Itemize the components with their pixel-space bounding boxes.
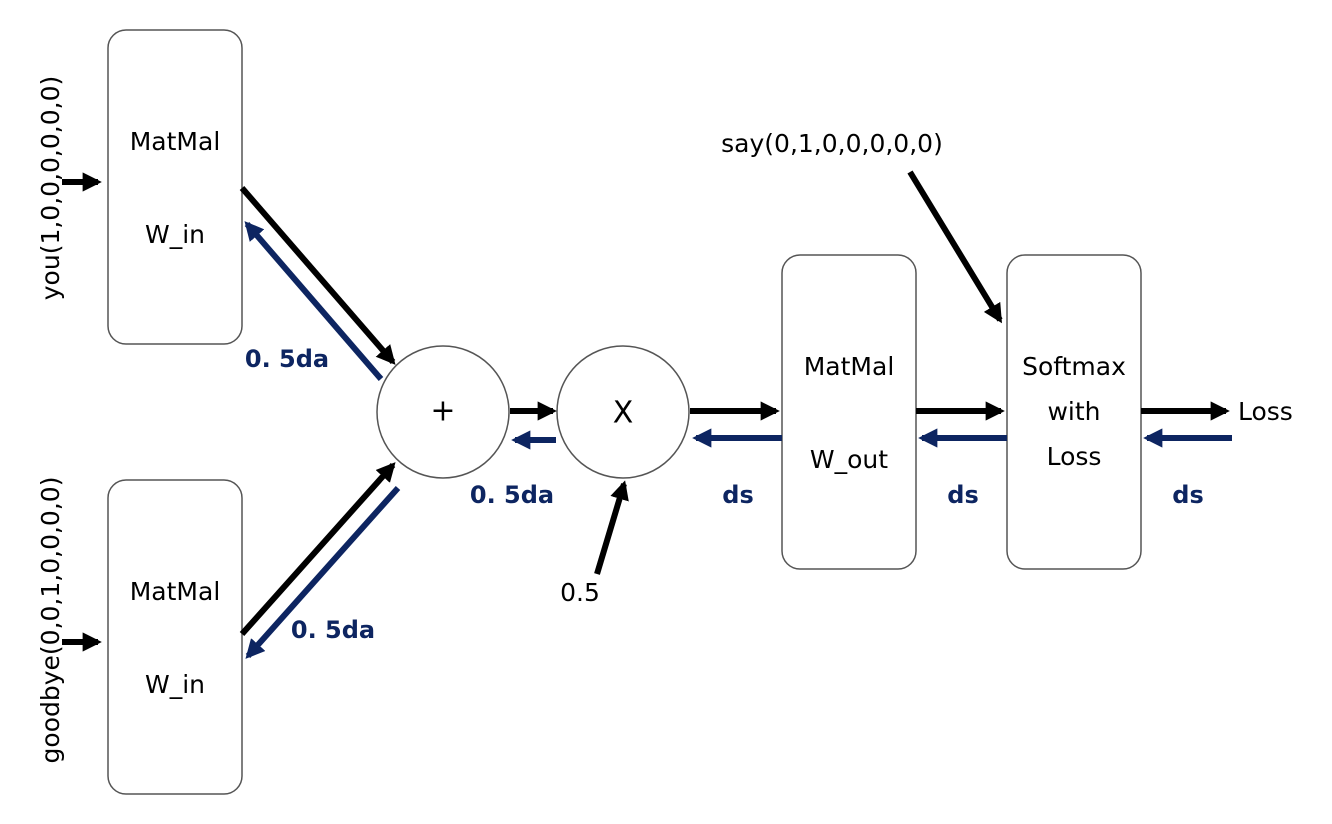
bottom-matmul-node: MatMal W_in (107, 479, 243, 795)
softmax-label-line2: with (1047, 397, 1100, 426)
top-matmul-title: MatMal (130, 127, 221, 156)
loss-output-label: Loss (1238, 397, 1293, 426)
forward-arrow-target-to-softmax (907, 170, 1003, 324)
out-matmul-title: MatMal (804, 352, 895, 381)
multiply-node: X (556, 345, 690, 479)
multiply-symbol: X (613, 396, 634, 431)
gradient-label-top: 0. 5da (245, 345, 329, 373)
backward-arrow-add-to-bottom (245, 486, 401, 659)
out-matmul-node: MatMal W_out (781, 254, 917, 570)
softmax-label-line1: Softmax (1022, 352, 1126, 381)
softmax-loss-node: Softmax with Loss (1006, 254, 1142, 570)
gradient-label-softmax-to-out: ds (947, 481, 978, 509)
gradient-label-loss-to-softmax: ds (1172, 481, 1203, 509)
softmax-label-line3: Loss (1047, 442, 1102, 471)
top-matmul-node: MatMal W_in (107, 29, 243, 345)
add-node: + (376, 345, 510, 479)
top-matmul-weight: W_in (145, 220, 205, 249)
forward-arrow-bottom-to-add (239, 462, 396, 636)
bottom-matmul-title: MatMal (130, 577, 221, 606)
gradient-label-multiply-to-add: 0. 5da (470, 481, 554, 509)
forward-arrow-top-to-add (239, 186, 396, 365)
forward-arrow-constant-to-multiply (594, 480, 629, 575)
backward-arrow-add-to-top (244, 221, 384, 381)
target-word: say(0,1,0,0,0,0,0) (721, 129, 943, 158)
gradient-label-out-to-multiply: ds (722, 481, 753, 509)
gradient-label-bottom: 0. 5da (291, 616, 375, 644)
bottom-input-word: goodbye(0,0,1,0,0,0,0) (36, 477, 65, 764)
add-symbol: + (430, 394, 455, 429)
out-matmul-weight: W_out (810, 445, 888, 474)
bottom-matmul-weight: W_in (145, 670, 205, 699)
constant-input: 0.5 (560, 578, 600, 607)
top-input-word: you(1,0,0,0,0,0,0) (36, 76, 65, 300)
